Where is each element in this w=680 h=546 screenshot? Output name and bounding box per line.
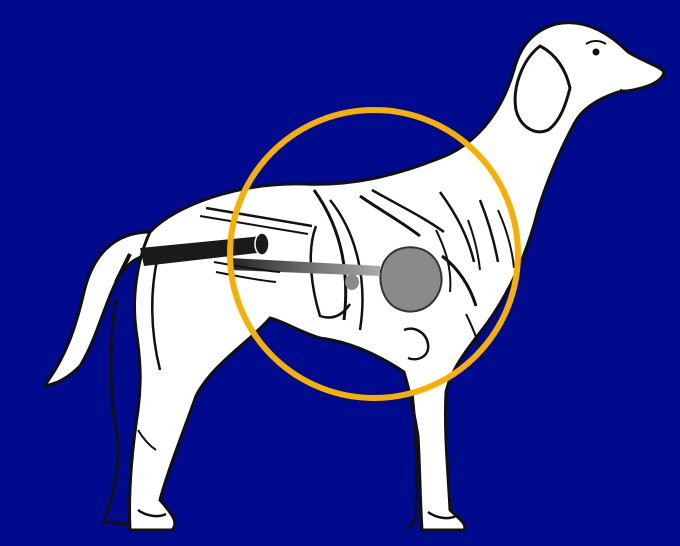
dog-far-hind-leg — [104, 300, 128, 524]
endoscope-tip — [255, 233, 269, 255]
dog-eye — [593, 49, 600, 56]
heart-organ — [380, 247, 441, 311]
organ-spot — [345, 274, 359, 290]
